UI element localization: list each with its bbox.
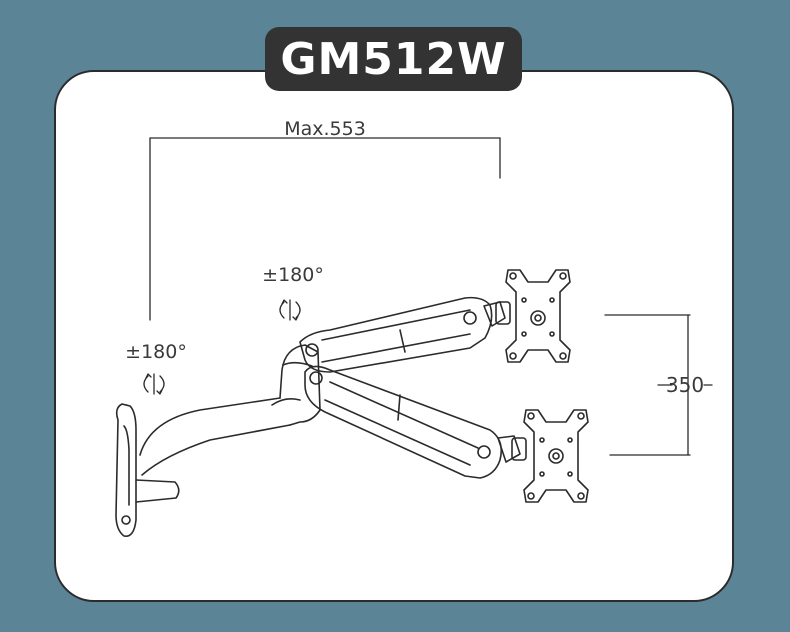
base-arm (271, 344, 321, 426)
max-reach-label: Max.553 (284, 118, 366, 140)
upper-rotation-label: ±180° (262, 264, 324, 286)
height-label: 350 (666, 373, 704, 397)
max-reach-dimension (149, 137, 501, 321)
product-title: GM512W (280, 33, 507, 85)
upper-arm (299, 296, 493, 373)
upper-tilt-joint (483, 301, 511, 327)
lower-vesa-plate (523, 409, 589, 503)
wall-bracket (135, 397, 291, 503)
lower-tilt-joint (497, 435, 527, 463)
wall-plate (115, 403, 137, 537)
lower-rotation-label: ±180° (125, 341, 187, 363)
product-title-badge: GM512W (265, 27, 522, 91)
diagram-panel (54, 70, 734, 602)
lower-arm (304, 365, 503, 479)
rotate-icon (143, 373, 165, 395)
upper-vesa-plate (505, 269, 571, 363)
rotate-icon (279, 299, 301, 321)
height-dimension (604, 314, 713, 456)
